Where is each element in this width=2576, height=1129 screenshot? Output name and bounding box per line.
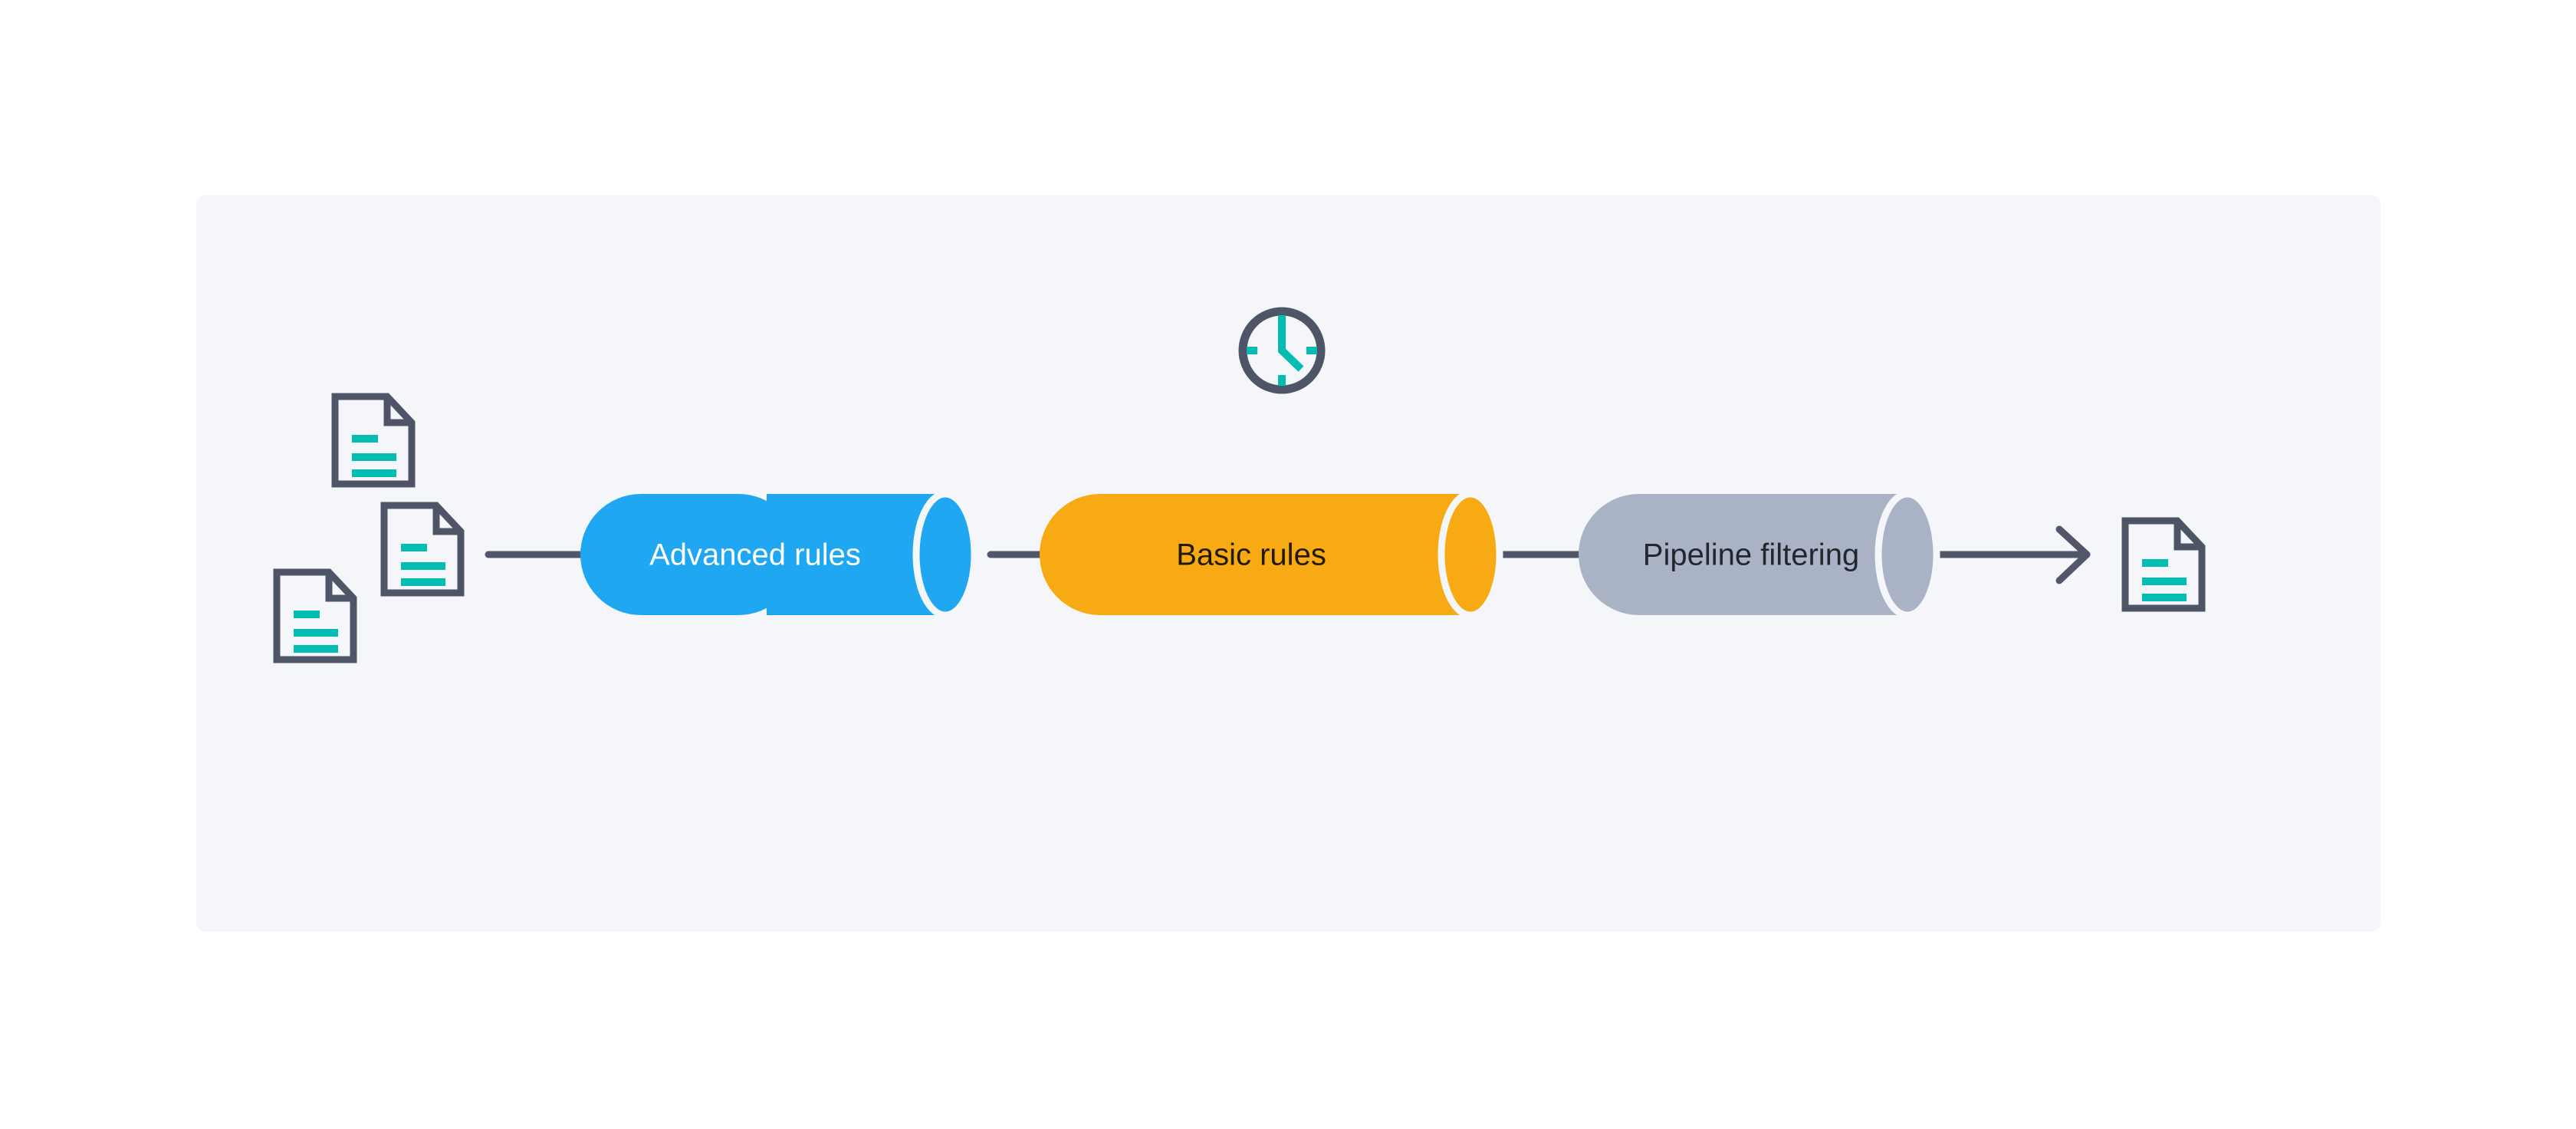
- document-icon-2: [384, 505, 461, 593]
- input-documents-group: [277, 397, 461, 660]
- node-cap-outline-advanced-rules: [912, 490, 978, 619]
- node-label-advanced-rules: Advanced rules: [649, 538, 861, 572]
- node-cap-fill-pipeline-filtering: [1878, 494, 1937, 615]
- document-icon-1: [335, 397, 412, 484]
- node-advanced-rules[interactable]: Advanced rules: [580, 487, 978, 622]
- node-pipeline-filtering[interactable]: Pipeline filtering: [1579, 490, 1940, 619]
- node-cap-outline-basic-rules: [1438, 490, 1503, 619]
- node-barrel-basic-rules: [1196, 494, 1472, 615]
- node-cap-fill-basic-rules: [1441, 494, 1500, 615]
- document-icon-3: [277, 572, 353, 660]
- node-cap-fill-advanced-rules: [916, 494, 974, 615]
- clock-hands: [1278, 326, 1304, 372]
- node-label-pipeline-filtering: Pipeline filtering: [1643, 538, 1859, 572]
- arrow-head-icon: [2055, 525, 2091, 584]
- clock-icon: [1238, 307, 1326, 394]
- node-body-advanced-rules: [580, 494, 799, 615]
- output-document-icon: [2125, 521, 2202, 608]
- node-cap-outline-pipeline-filtering: [1875, 490, 1940, 619]
- node-label-basic-rules: Basic rules: [1176, 538, 1326, 572]
- node-basic-rules[interactable]: Basic rules: [1040, 490, 1503, 619]
